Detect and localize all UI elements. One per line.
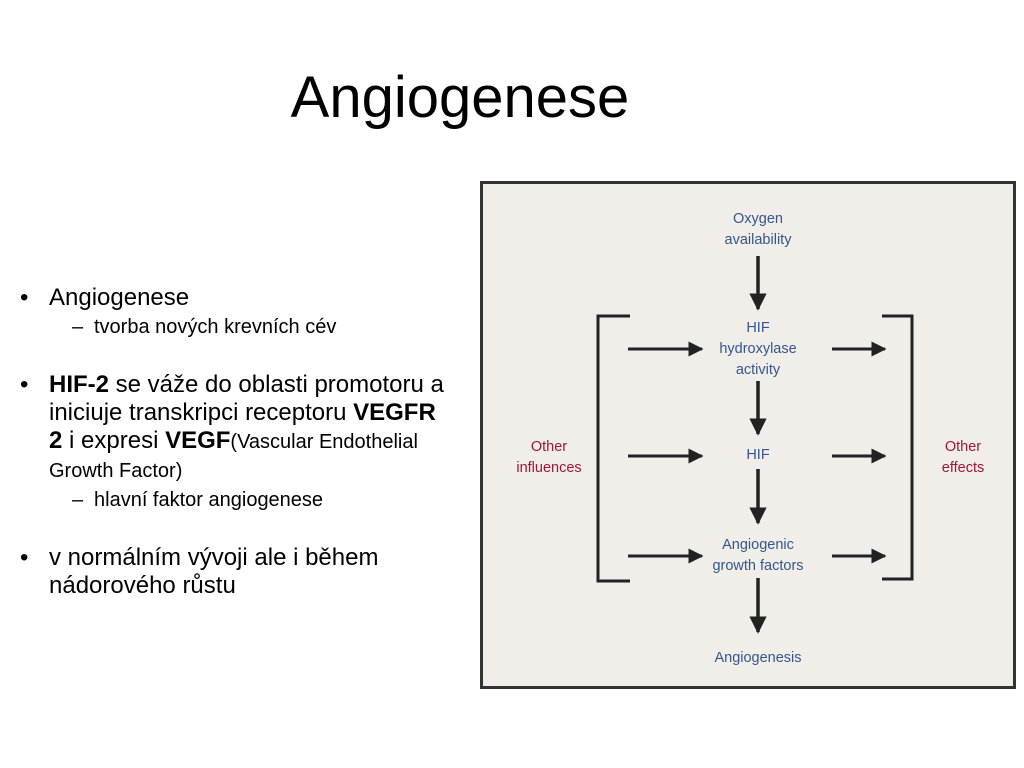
slide-title: Angiogenese xyxy=(290,65,630,130)
node-angiogenesis: Angiogenesis xyxy=(714,650,802,666)
bullet-text: v normálním vývoji ale i během nádorovéh… xyxy=(49,544,379,599)
node-other-effects: Other effects xyxy=(941,439,985,476)
bold-term-vegf: VEGF xyxy=(165,427,231,454)
bullet-text-segment: se váže do oblasti promotoru a iniciuje … xyxy=(49,371,444,426)
bullet-item-angiogenese: • Angiogenese xyxy=(20,284,450,312)
sub-bullet-text: hlavní faktor angiogenese xyxy=(94,489,324,511)
bullet-marker: • xyxy=(20,544,29,571)
bold-term-hif2: HIF-2 xyxy=(49,371,109,398)
bracket-right xyxy=(882,314,914,581)
bold-term-vegfr2: VEGFR 2 xyxy=(49,399,436,454)
angiogenesis-pathway-diagram: Oxygen availability HIF hydroxylase acti… xyxy=(480,181,1016,689)
sub-bullet-item-tvorba: – tvorba nových krevních cév xyxy=(20,315,450,339)
bullet-marker: • xyxy=(20,284,29,311)
node-angiogenic-growth-factors: Angiogenic growth factors xyxy=(712,537,804,574)
bullet-text-segment: i expresi xyxy=(62,427,166,454)
node-hif: HIF xyxy=(746,447,770,463)
bracket-left xyxy=(596,314,630,583)
bullet-item-vyvoj: • v normálním vývoji ale i během nádorov… xyxy=(20,544,450,600)
bullet-text: Angiogenese xyxy=(49,284,190,311)
node-hif-hydroxylase-activity: HIF hydroxylase activity xyxy=(719,320,797,378)
bullet-marker: • xyxy=(20,371,29,398)
sub-bullet-item-hlavni: – hlavní faktor angiogenese xyxy=(20,488,450,512)
dash-marker: – xyxy=(72,316,84,338)
vegf-expansion: (Vascular Endothelial Growth Factor) xyxy=(49,431,418,482)
bullet-item-hif2: • HIF-2 se váže do oblasti promotoru a i… xyxy=(20,371,450,485)
dash-marker: – xyxy=(72,489,84,511)
node-other-influences: Other influences xyxy=(516,439,582,476)
node-oxygen-availability: Oxygen availability xyxy=(724,211,792,248)
diagram-arrows xyxy=(596,256,914,634)
bullet-list: • Angiogenese – tvorba nových krevních c… xyxy=(20,284,450,603)
bullet-text-hif2: HIF-2 se váže do oblasti promotoru a ini… xyxy=(49,371,444,483)
sub-bullet-text: tvorba nových krevních cév xyxy=(94,316,337,338)
